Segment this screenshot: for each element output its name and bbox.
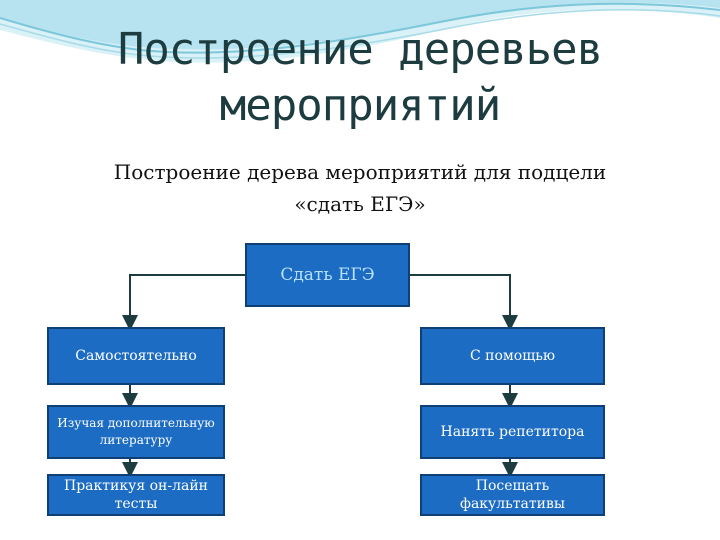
node-left-child-2: Практикуя он-лайн тесты xyxy=(47,474,225,516)
node-left: Самостоятельно xyxy=(47,327,225,385)
subtitle: Построение дерева мероприятий для подцел… xyxy=(60,156,660,220)
connector-root-left xyxy=(122,274,245,331)
page-title-line-1: Построение деревьев xyxy=(117,24,603,75)
subtitle-line-1: Построение дерева мероприятий для подцел… xyxy=(113,160,607,184)
header-wave-decoration xyxy=(0,0,720,63)
connector-root-right xyxy=(410,274,518,331)
node-root: Сдать ЕГЭ xyxy=(245,243,410,307)
node-right-child-2: Посещать факультативы xyxy=(420,474,605,516)
node-right-child-1: Нанять репетитора xyxy=(420,405,605,459)
page-title: Построение деревьев мероприятий xyxy=(40,22,680,134)
node-left-child-1: Изучая дополнительную литературу xyxy=(47,405,225,459)
subtitle-line-2: «сдать ЕГЭ» xyxy=(294,192,426,216)
page-title-line-2: мероприятий xyxy=(219,80,501,131)
node-right: С помощью xyxy=(420,327,605,385)
